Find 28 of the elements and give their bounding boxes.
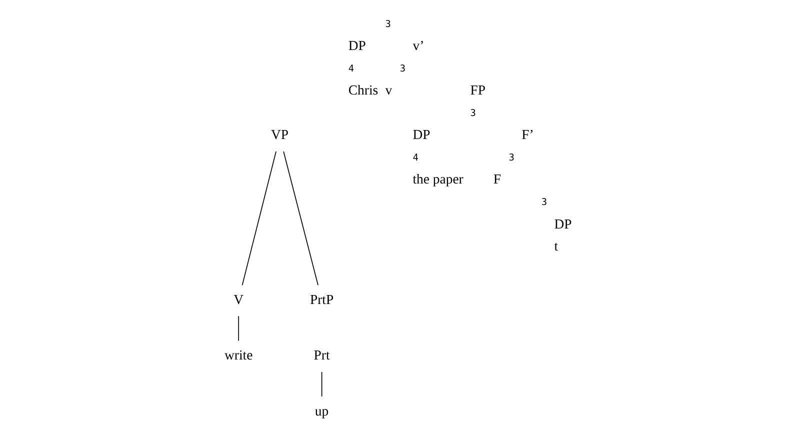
label: 4 xyxy=(412,152,418,164)
label: DP xyxy=(554,216,572,232)
connector xyxy=(320,372,322,397)
label: 3 xyxy=(470,108,476,119)
label: 3 xyxy=(399,63,406,74)
connector xyxy=(241,151,276,286)
label: v’ xyxy=(412,38,424,53)
label: F’ xyxy=(521,127,534,142)
label: DP xyxy=(348,38,366,53)
label: DP xyxy=(412,127,430,142)
label: 4 xyxy=(348,63,354,74)
label: the paper xyxy=(412,172,463,187)
node-text: Prt xyxy=(313,348,330,363)
label: 3 xyxy=(384,18,390,30)
node-text: write xyxy=(224,348,252,363)
node-text: V xyxy=(233,292,244,307)
connector xyxy=(238,316,239,342)
label: 3 xyxy=(508,152,514,164)
label: v xyxy=(384,82,392,98)
connector xyxy=(282,151,318,286)
node-text: VP xyxy=(270,127,288,142)
label: FP xyxy=(470,82,485,98)
node-text: up xyxy=(314,403,328,418)
label: t xyxy=(554,238,558,254)
label: Chris xyxy=(348,82,378,98)
node-text: PrtP xyxy=(309,292,334,307)
label: 3 xyxy=(540,197,547,208)
label: F xyxy=(492,172,500,187)
